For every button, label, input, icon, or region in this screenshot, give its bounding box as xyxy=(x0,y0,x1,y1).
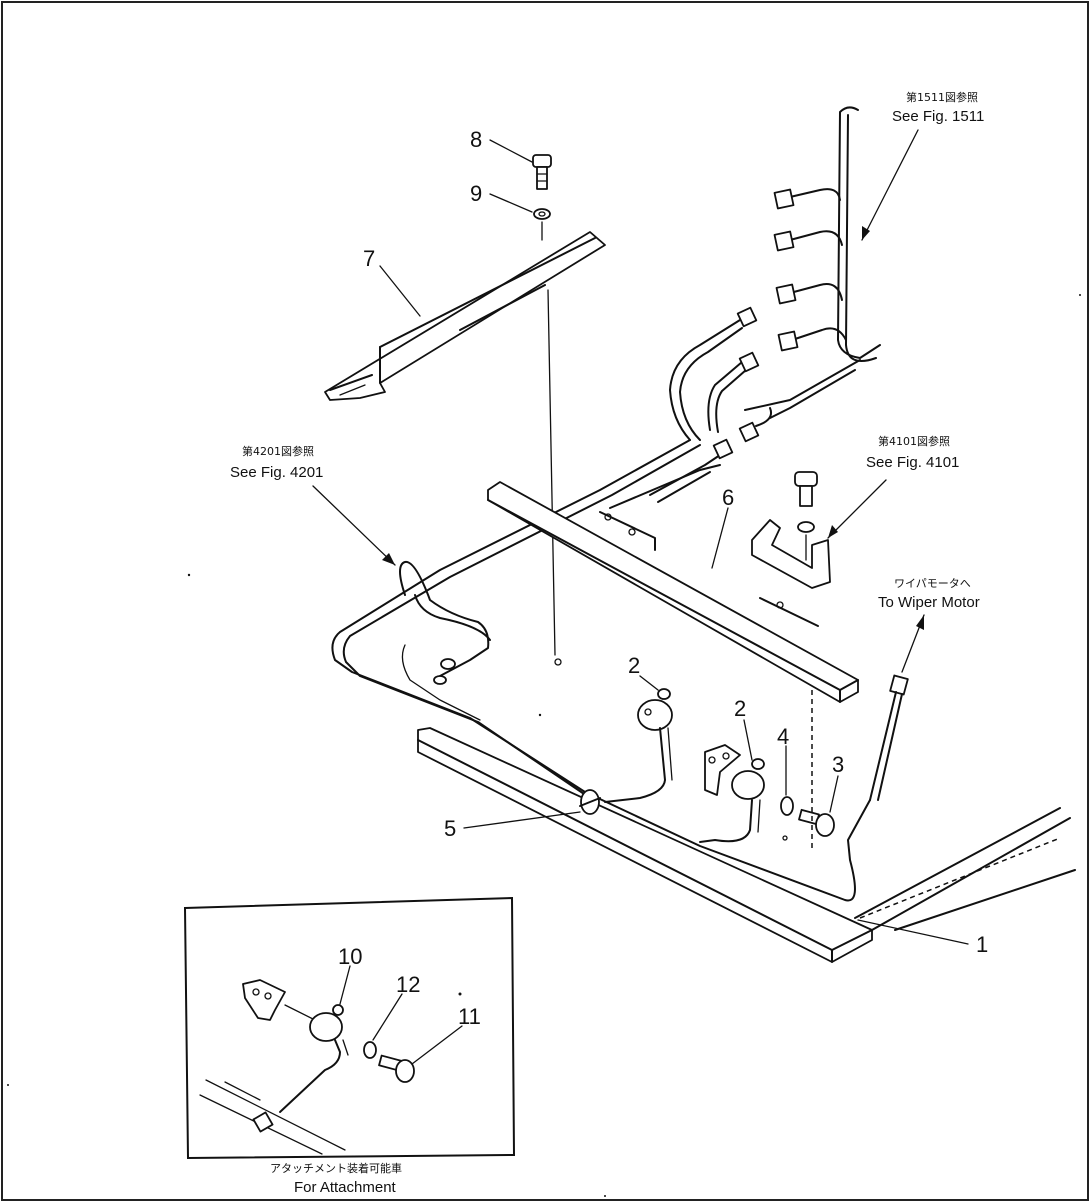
mount-axis-7 xyxy=(547,289,556,656)
ref-1511-jp: 第1511図参照 xyxy=(906,90,978,104)
mount-hole xyxy=(554,658,562,666)
main-harness xyxy=(331,439,871,902)
callout-5: 5 xyxy=(444,816,456,841)
part-4-washer xyxy=(780,796,794,816)
callout-7: 7 xyxy=(363,246,375,271)
callout-11: 11 xyxy=(458,1004,481,1029)
inset-caption-jp: アタッチメント装着可能車 xyxy=(270,1161,402,1175)
part-5-clip xyxy=(579,789,601,815)
part-6-bracket xyxy=(487,481,859,703)
mount-hole xyxy=(782,835,788,841)
callout-8: 8 xyxy=(470,127,482,152)
callout-2-left: 2 xyxy=(628,653,640,678)
leader-lines xyxy=(312,129,969,945)
callout-9: 9 xyxy=(470,181,482,206)
part-8-bolt xyxy=(532,154,552,190)
callout-6: 6 xyxy=(722,485,734,510)
ref-1511-en: See Fig. 1511 xyxy=(892,108,984,125)
ref-4201-en: See Fig. 4201 xyxy=(230,464,323,481)
ref-wiper-jp: ワイパモータへ xyxy=(894,577,971,590)
ref-4101-jp: 第4101図参照 xyxy=(878,434,950,448)
inset-attachment xyxy=(183,896,516,1160)
upper-harness-1511 xyxy=(649,106,881,503)
part-2-switch-left xyxy=(604,688,673,803)
callout-10: 10 xyxy=(338,944,362,969)
callout-3: 3 xyxy=(832,752,844,777)
callout-1: 1 xyxy=(976,932,988,957)
ref-wiper-en: To Wiper Motor xyxy=(878,594,980,611)
part-7-cover xyxy=(324,231,606,401)
part-9-washer xyxy=(533,208,551,220)
callout-12: 12 xyxy=(396,972,420,997)
floor-plate xyxy=(417,727,1076,963)
wiper-motor-lead xyxy=(869,674,909,801)
ref-4101-en: See Fig. 4101 xyxy=(866,454,959,471)
inset-caption-en: For Attachment xyxy=(294,1179,397,1196)
callout-4: 4 xyxy=(777,724,789,749)
part-2-switch-right xyxy=(699,744,765,843)
callout-2-right: 2 xyxy=(734,696,746,721)
scan-specks xyxy=(7,294,1081,1197)
bracket-4101 xyxy=(751,471,831,589)
ref-4201-jp: 第4201図参照 xyxy=(242,444,314,458)
part-3-bolt xyxy=(798,808,835,837)
